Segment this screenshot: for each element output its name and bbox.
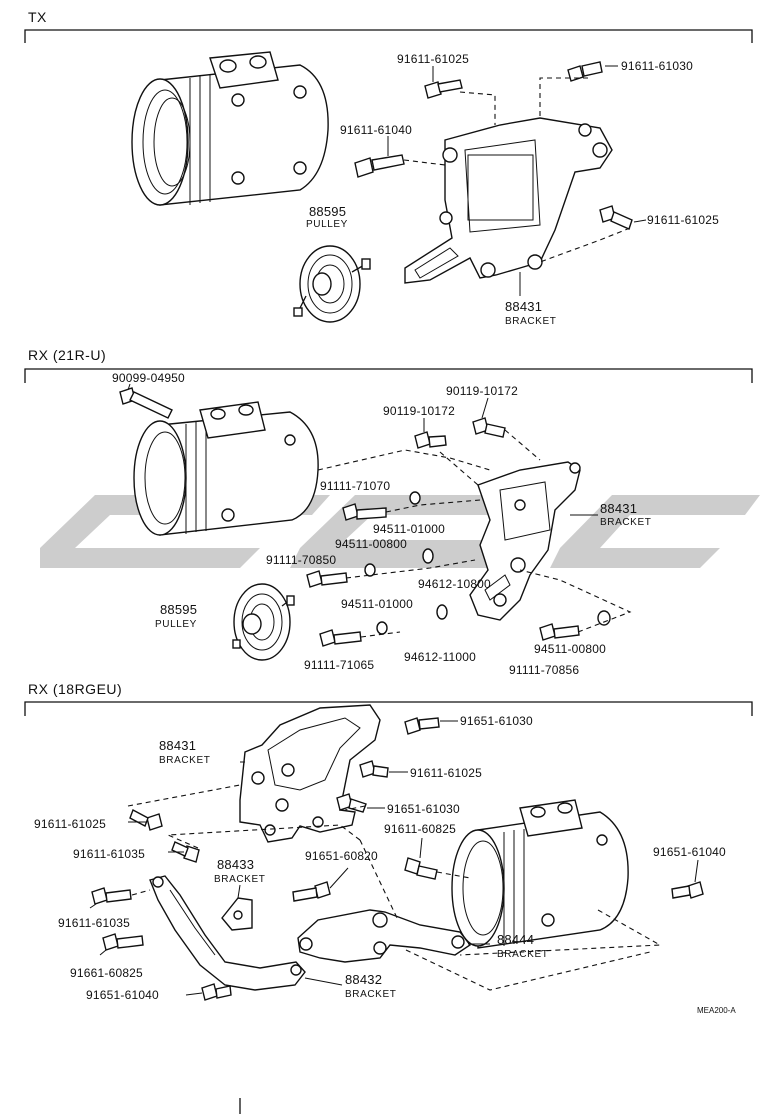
drawing-code: MEA200-A: [697, 1006, 736, 1015]
rx18-bracket-88444: [297, 909, 472, 963]
rx21-bolt-c-label: 91111-71070: [320, 479, 391, 493]
tx-bolt-top-left-label: 91611-61025: [397, 52, 470, 66]
rx18-bracket-88431: [239, 704, 381, 843]
rx18-bracket-88432: [149, 875, 306, 991]
tx-bolt-top-right-label: 91611-61030: [621, 59, 694, 73]
rx18-bracket3-name: BRACKET: [497, 949, 549, 960]
tx-bolt-mid-label: 91611-61040: [340, 123, 413, 137]
rx18-leaders: [89, 720, 699, 996]
rx18-bolt-b-label: 91651-61030: [387, 802, 460, 816]
rx18-bracket-88433: [221, 897, 253, 931]
rx18-bolt-bottom-label: 91651-61040: [86, 988, 159, 1002]
rx21-bolt-long-label: 90099-04950: [112, 371, 185, 385]
rx18-bolt-right-label: 91651-61040: [653, 845, 726, 859]
rx21-leaders: [127, 383, 632, 638]
tx-bracket-name: BRACKET: [505, 316, 557, 327]
rx18-bracket4-number: 88432: [345, 972, 383, 987]
section-title-rx21: RX (21R-U): [28, 347, 107, 363]
rx18-bracket2-name: BRACKET: [214, 874, 266, 885]
tx-bracket: [404, 117, 613, 284]
rx21-washer-d-label: 94511-01000: [341, 597, 414, 611]
rx21-bracket-number: 88431: [600, 501, 638, 516]
tx-bolts: [354, 61, 633, 230]
rx18-bracket1-name: BRACKET: [159, 755, 211, 766]
tx-bolt-right-label: 91611-61025: [647, 213, 720, 227]
rx18-bolt-left-b-label: 91611-61035: [73, 847, 146, 861]
rx21-bracket: [469, 461, 581, 621]
rx21-bolt-d-label: 91111-70850: [266, 553, 337, 567]
rx21-bolt-e-label: 91111-71065: [304, 658, 375, 672]
section-title-tx: TX: [28, 9, 47, 25]
section-frames: [24, 29, 753, 1114]
rx21-bracket-name: BRACKET: [600, 517, 652, 528]
rx18-bolt-a-label: 91611-61025: [410, 766, 483, 780]
rx21-bolts-and-washers: [119, 387, 611, 647]
rx21-compressor: [133, 401, 319, 536]
rx21-washer-b-label: 94511-00800: [335, 537, 408, 551]
rx18-bolt-left-d-label: 91661-60825: [70, 966, 143, 980]
rx18-bolt-c-label: 91611-60825: [384, 822, 457, 836]
tx-leaders: [387, 65, 647, 296]
rx21-pulley-name: PULLEY: [155, 619, 197, 630]
rx18-bracket2-number: 88433: [217, 857, 255, 872]
tx-bracket-number: 88431: [505, 299, 543, 314]
tx-pulley: [293, 245, 371, 323]
rx18-bracket3-number: 88444: [497, 932, 535, 947]
rx21-pulley-number: 88595: [160, 602, 198, 617]
rx21-washer-c-label: 94612-10800: [418, 577, 491, 591]
tx-compressor: [131, 51, 329, 206]
rx21-pulley: [232, 583, 295, 661]
section-title-rx18: RX (18RGEU): [28, 681, 123, 697]
rx21-washer-a-label: 94511-01000: [373, 522, 446, 536]
rx21-bolt-b-label: 90119-10172: [446, 384, 519, 398]
rx18-bracket1-number: 88431: [159, 738, 197, 753]
rx18-bracket4-name: BRACKET: [345, 989, 397, 1000]
tx-pulley-name: PULLEY: [306, 219, 348, 230]
rx18-bolt-d-label: 91651-60820: [305, 849, 378, 863]
rx21-bolt-a-label: 90119-10172: [383, 404, 456, 418]
rx21-washer-e-label: 94612-11000: [404, 650, 477, 664]
rx18-compressor: [451, 799, 629, 949]
rx18-bolt-top-label: 91651-61030: [460, 714, 533, 728]
rx21-bolt-f-label: 91111-70856: [509, 663, 580, 677]
tx-pulley-number: 88595: [309, 204, 347, 219]
rx21-washer-f-label: 94511-00800: [534, 642, 607, 656]
rx18-bolt-left-c-label: 91611-61035: [58, 916, 131, 930]
rx18-bolt-left-a-label: 91611-61025: [34, 817, 107, 831]
